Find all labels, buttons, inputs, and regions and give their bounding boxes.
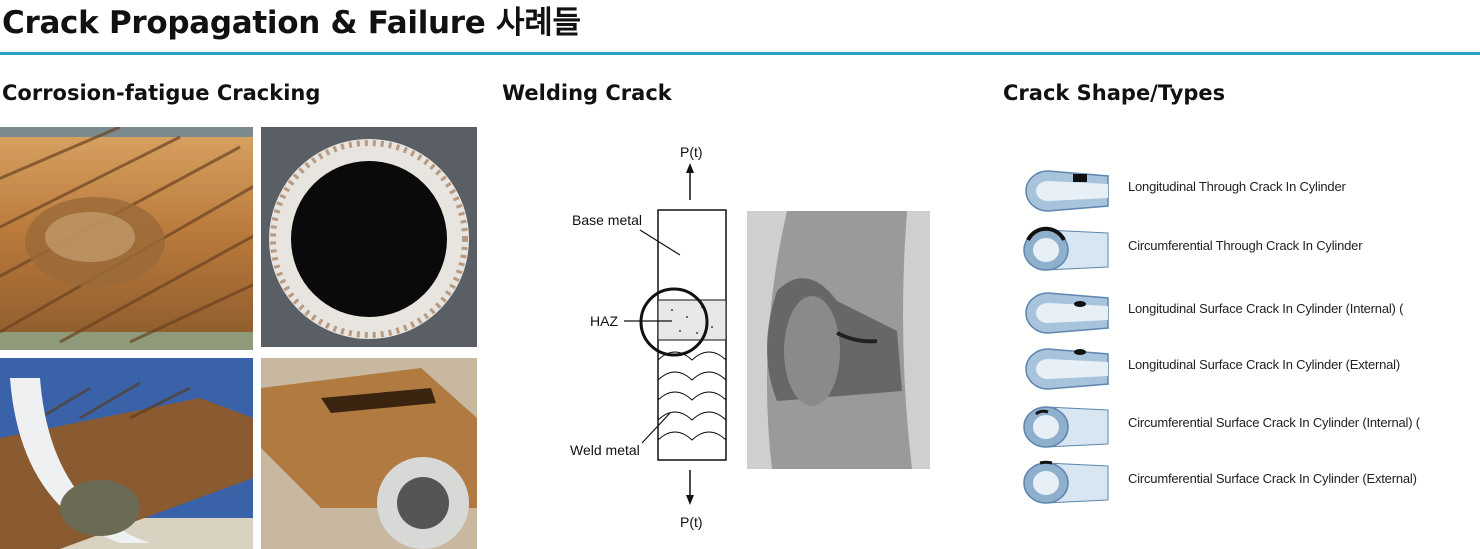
circumferential-internal-crack-icon xyxy=(1023,406,1109,448)
crack-type-row: Longitudinal Surface Crack In Cylinder (… xyxy=(1018,288,1478,338)
cracked-pipe-end-photo xyxy=(261,358,477,549)
crack-type-label: Circumferential Surface Crack In Cylinde… xyxy=(1128,415,1420,430)
longitudinal-through-crack-icon xyxy=(1025,170,1109,212)
longitudinal-internal-crack-icon xyxy=(1025,292,1109,334)
circumferential-external-crack-icon xyxy=(1023,460,1109,504)
crack-type-label: Longitudinal Surface Crack In Cylinder (… xyxy=(1128,357,1400,372)
corroded-pipe-surface-photo xyxy=(0,127,253,350)
crack-type-label: Circumferential Through Crack In Cylinde… xyxy=(1128,238,1363,253)
weld-metal-label: Weld metal xyxy=(570,442,640,458)
page-title: Crack Propagation & Failure 사례들 xyxy=(2,5,581,41)
load-bottom-label: P(t) xyxy=(680,514,703,530)
crack-type-row: Circumferential Through Crack In Cylinde… xyxy=(1018,225,1478,275)
crack-type-label: Longitudinal Surface Crack In Cylinder (… xyxy=(1128,301,1404,316)
crack-type-row: Circumferential Surface Crack In Cylinde… xyxy=(1018,402,1478,452)
base-metal-label: Base metal xyxy=(572,212,642,228)
weld-cross-section-photo xyxy=(747,211,930,469)
pipe-cross-section-photo xyxy=(261,127,477,347)
circumferential-through-crack-icon xyxy=(1023,226,1109,271)
crack-type-row: Circumferential Surface Crack In Cylinde… xyxy=(1018,458,1478,508)
crack-type-label: Longitudinal Through Crack In Cylinder xyxy=(1128,179,1346,194)
crack-shapes-section-title: Crack Shape/Types xyxy=(1003,81,1226,105)
welding-section-title: Welding Crack xyxy=(502,81,672,105)
weld-zone-diagram: P(t) Base metal HAZ Weld metal P(t) xyxy=(562,135,742,535)
crack-type-row: Longitudinal Through Crack In Cylinder xyxy=(1018,166,1478,216)
corrosion-section-title: Corrosion-fatigue Cracking xyxy=(2,81,321,105)
title-divider xyxy=(0,52,1480,55)
fractured-pipe-photo xyxy=(0,358,253,549)
haz-label: HAZ xyxy=(590,313,618,329)
load-top-label: P(t) xyxy=(680,144,703,160)
crack-type-row: Longitudinal Surface Crack In Cylinder (… xyxy=(1018,344,1478,394)
longitudinal-external-crack-icon xyxy=(1025,348,1109,390)
crack-type-label: Circumferential Surface Crack In Cylinde… xyxy=(1128,471,1417,486)
